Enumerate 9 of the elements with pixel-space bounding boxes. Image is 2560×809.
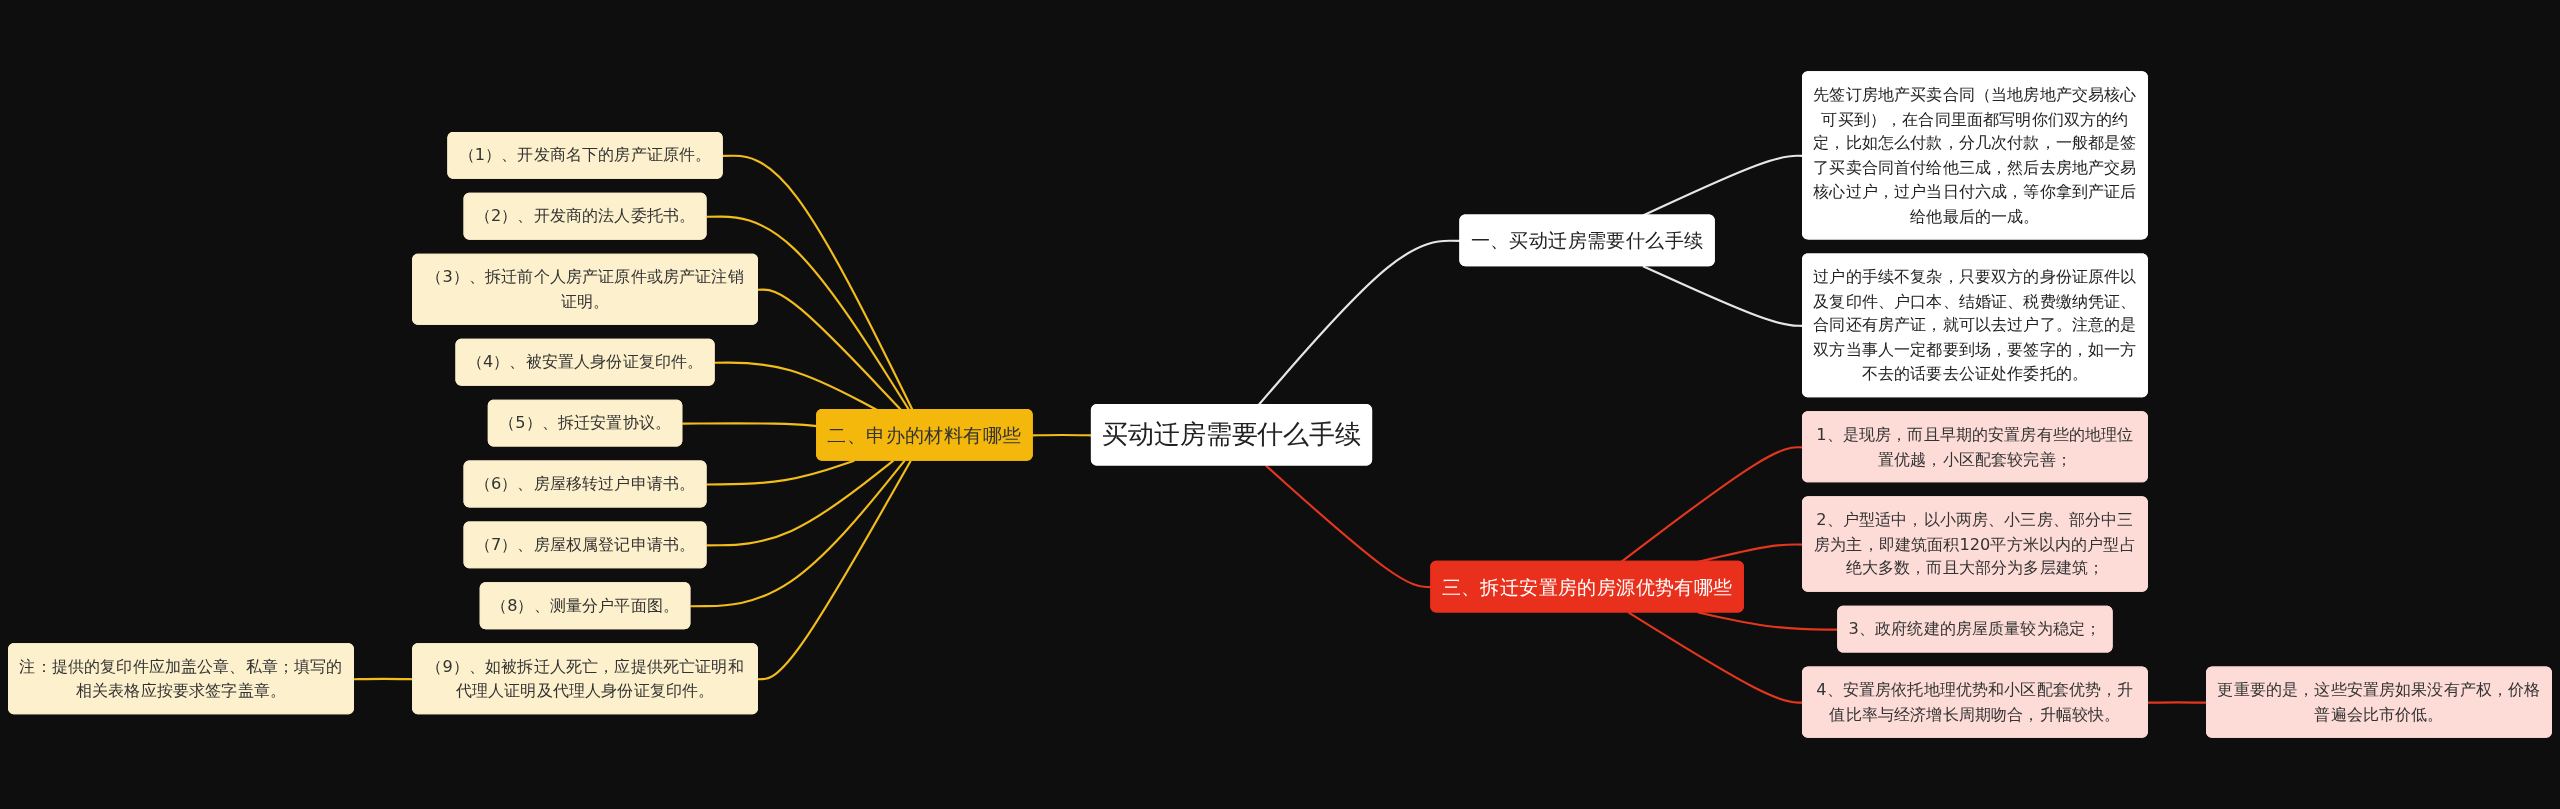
connector — [706, 459, 855, 486]
connector — [757, 460, 912, 681]
connector — [757, 288, 902, 411]
connector — [706, 459, 895, 547]
connector — [690, 460, 906, 608]
connector — [1032, 433, 1092, 437]
connector — [722, 154, 914, 411]
connector — [714, 361, 878, 411]
connector — [706, 215, 910, 411]
